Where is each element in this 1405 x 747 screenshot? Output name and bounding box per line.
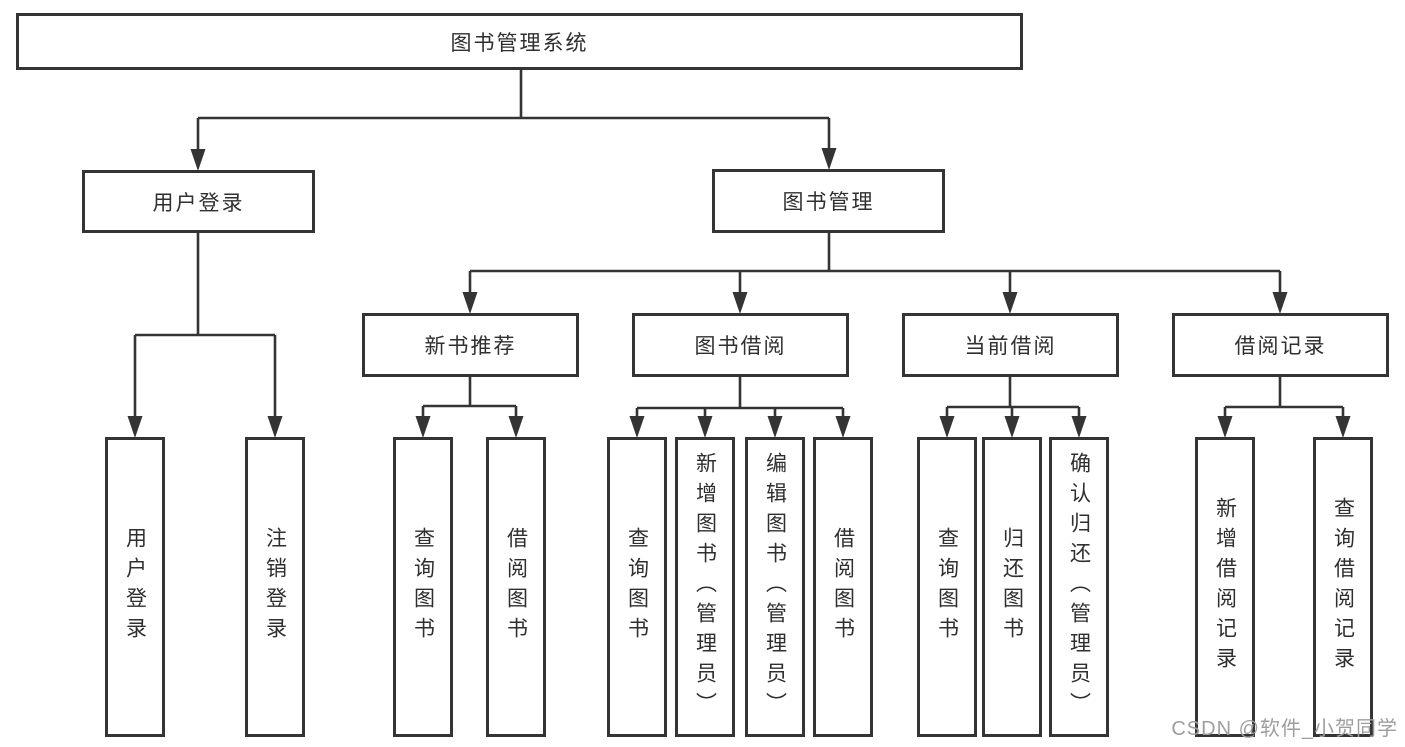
leaf-recommend-borrow-books-label: 借阅图书 [504, 527, 528, 647]
node-new-book-recommend-label: 新书推荐 [424, 335, 517, 358]
leaf-records-query-record-label: 查询借阅记录 [1331, 497, 1355, 677]
node-user-login-label: 用户登录 [152, 191, 245, 215]
leaf-borrow-edit-books-admin-label: 编辑图书（管理员） [763, 452, 787, 722]
watermark: CSDN @软件_小贺同学 [1171, 718, 1398, 740]
node-user-login: 用户登录 [82, 170, 315, 233]
leaf-borrow-add-books-admin: 新增图书（管理员） [675, 437, 735, 737]
leaf-records-query-record: 查询借阅记录 [1313, 437, 1373, 737]
leaf-recommend-query-books: 查询图书 [393, 437, 453, 737]
leaf-user-login: 用户登录 [105, 437, 165, 737]
leaf-current-query-books-label: 查询图书 [935, 527, 959, 647]
leaf-logout-login-label: 注销登录 [263, 527, 287, 647]
leaf-borrow-query-books: 查询图书 [607, 437, 667, 737]
node-current-borrow: 当前借阅 [902, 313, 1119, 377]
leaf-records-add-record: 新增借阅记录 [1195, 437, 1255, 737]
node-book-management: 图书管理 [712, 169, 945, 233]
leaf-current-return-books: 归还图书 [982, 437, 1042, 737]
node-borrow-records-label: 借阅记录 [1234, 335, 1327, 358]
node-borrow-records: 借阅记录 [1172, 313, 1389, 377]
node-book-borrow-label: 图书借阅 [694, 335, 787, 358]
leaf-current-confirm-return-admin-label: 确认归还（管理员） [1067, 452, 1091, 722]
node-book-borrow: 图书借阅 [632, 313, 849, 377]
leaf-current-return-books-label: 归还图书 [1000, 527, 1024, 647]
leaf-current-query-books: 查询图书 [917, 437, 977, 737]
node-new-book-recommend: 新书推荐 [362, 313, 579, 377]
leaf-borrow-borrow-books: 借阅图书 [813, 437, 873, 737]
leaf-borrow-query-books-label: 查询图书 [625, 527, 649, 647]
node-current-borrow-label: 当前借阅 [964, 335, 1057, 358]
node-book-management-label: 图书管理 [782, 191, 875, 214]
leaf-records-add-record-label: 新增借阅记录 [1213, 497, 1237, 677]
leaf-borrow-add-books-admin-label: 新增图书（管理员） [693, 452, 717, 722]
node-root-label: 图书管理系统 [450, 31, 589, 55]
leaf-user-login-label: 用户登录 [123, 527, 147, 647]
leaf-logout-login: 注销登录 [245, 437, 305, 737]
leaf-recommend-query-books-label: 查询图书 [411, 527, 435, 647]
leaf-borrow-edit-books-admin: 编辑图书（管理员） [745, 437, 805, 737]
leaf-recommend-borrow-books: 借阅图书 [486, 437, 546, 737]
node-root: 图书管理系统 [16, 13, 1023, 70]
leaf-borrow-borrow-books-label: 借阅图书 [831, 527, 855, 647]
leaf-current-confirm-return-admin: 确认归还（管理员） [1049, 437, 1109, 737]
